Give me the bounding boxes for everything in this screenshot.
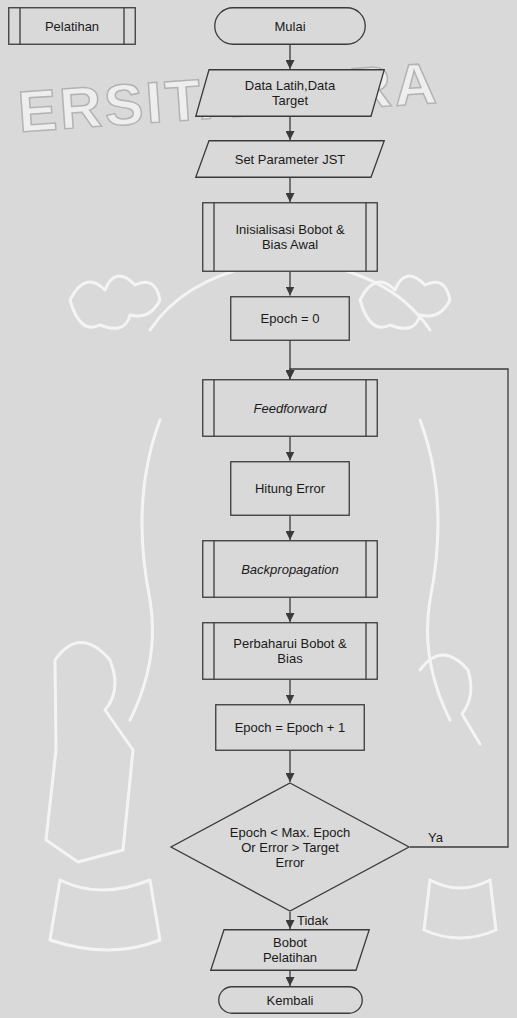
subroutine-box: Backpropagation	[202, 540, 378, 598]
node-text: Feedforward	[254, 401, 327, 416]
flow-arrow	[289, 437, 290, 461]
figure-outline	[424, 880, 496, 938]
node-text: Epoch < Max. Epoch Or Error > Target Err…	[229, 825, 351, 870]
node-text: Kembali	[267, 993, 314, 1008]
node-text: Hitung Error	[255, 481, 325, 496]
node-text: Epoch = 0	[261, 311, 320, 326]
process-box: Epoch = Epoch + 1	[215, 704, 365, 751]
box-border	[203, 203, 378, 272]
parallelogram-border	[196, 141, 385, 178]
node-text: Data Latih,Data Target	[238, 78, 343, 108]
box-border	[203, 380, 378, 437]
box-border	[231, 461, 350, 515]
subroutine-box: Feedforward	[202, 379, 378, 437]
node-text: Bobot Pelatihan	[250, 935, 330, 965]
process-box: Epoch = 0	[230, 296, 350, 341]
node-text: Pelatihan	[45, 19, 99, 34]
terminator: Kembali	[218, 986, 363, 1014]
flow-arrow	[289, 117, 290, 140]
branch-label: Tidak	[295, 913, 330, 928]
input-output: Data Latih,Data Target	[195, 69, 385, 117]
parallelogram-border	[211, 930, 370, 971]
figure-outline	[420, 655, 480, 744]
input-output: Bobot Pelatihan	[210, 929, 370, 971]
node-text: Inisialisasi Bobot & Bias Awal	[230, 222, 350, 252]
box-border	[203, 623, 378, 680]
node-text: Set Parameter JST	[235, 152, 346, 167]
box-border	[231, 296, 350, 340]
box-border	[203, 541, 378, 598]
terminator: Mulai	[214, 7, 366, 45]
subroutine-box: Perbaharui Bobot & Bias	[202, 622, 378, 680]
node-text: Backpropagation	[241, 562, 339, 577]
flow-arrow	[289, 178, 290, 202]
subroutine-bar	[365, 623, 366, 680]
node-text: Perbaharui Bobot & Bias	[230, 636, 350, 666]
box-border	[216, 704, 365, 750]
figure-outline	[46, 643, 133, 863]
box-border	[215, 8, 366, 45]
subroutine-bar	[123, 8, 124, 45]
subroutine-bar	[213, 380, 214, 437]
subroutine-bar	[365, 541, 366, 598]
flow-arrow	[289, 751, 290, 783]
flow-arrow	[289, 272, 290, 296]
diamond-border	[171, 783, 409, 911]
lotus-outline	[70, 276, 160, 328]
box-border	[9, 8, 136, 45]
flow-arrow	[289, 680, 290, 704]
subroutine-box: Inisialisasi Bobot & Bias Awal	[202, 202, 378, 272]
subroutine-box: Pelatihan	[8, 7, 136, 45]
figure-outline	[50, 880, 160, 950]
flow-arrow	[289, 516, 290, 541]
subroutine-bar	[365, 203, 366, 272]
subroutine-bar	[365, 380, 366, 437]
flow-arrow	[289, 598, 290, 622]
subroutine-bar	[213, 541, 214, 598]
flow-arrow	[289, 45, 290, 69]
parallelogram-border	[196, 70, 385, 117]
input-output: Set Parameter JST	[195, 140, 385, 178]
subroutine-bar	[213, 203, 214, 272]
subroutine-bar	[19, 8, 20, 45]
box-border	[218, 987, 362, 1014]
flow-arrow	[290, 369, 508, 847]
subroutine-bar	[213, 623, 214, 680]
decision-diamond: Epoch < Max. Epoch Or Error > Target Err…	[170, 782, 410, 912]
flow-arrow	[289, 912, 290, 929]
process-box: Hitung Error	[230, 461, 350, 516]
flow-arrow	[289, 971, 290, 986]
node-text: Epoch = Epoch + 1	[235, 720, 346, 735]
figure-outline	[420, 420, 450, 720]
node-text: Mulai	[274, 19, 305, 34]
branch-label: Ya	[426, 830, 445, 845]
figure-outline	[130, 420, 160, 720]
